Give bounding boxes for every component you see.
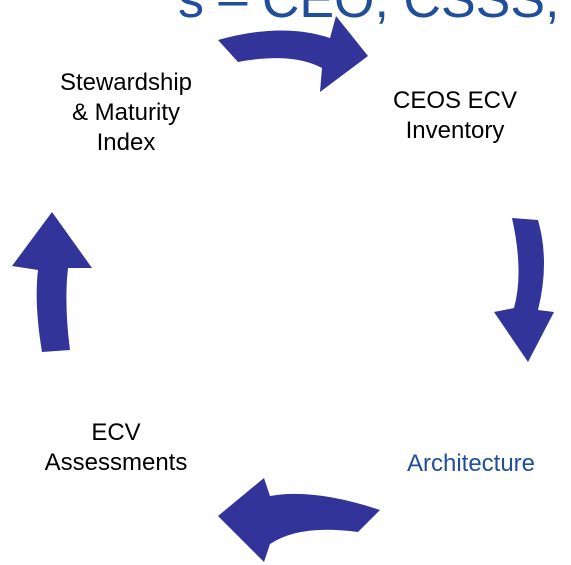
arrow-right-down [494, 218, 554, 362]
slide-title-fragment: s – CEO, CSSS, UNFC [178, 0, 571, 29]
arrow-bottom-left [218, 478, 380, 562]
arrow-top-right [218, 16, 368, 92]
node-stewardship-line-3: Index [96, 129, 156, 156]
node-inventory-label: CEOS ECV Inventory [355, 86, 555, 146]
node-inventory-line-1: CEOS ECV [392, 87, 518, 114]
node-stewardship-label: Stewardship & Maturity Index [26, 68, 226, 158]
node-stewardship-line-2: & Maturity [71, 99, 181, 126]
arrow-left-up [12, 212, 92, 352]
node-inventory-line-2: Inventory [405, 117, 505, 144]
node-architecture-label: Architecture [371, 449, 571, 479]
node-assessments-line-2: Assessments [44, 449, 188, 476]
node-stewardship-line-1: Stewardship [59, 69, 193, 96]
node-assessments-label: ECV Assessments [16, 418, 216, 478]
node-assessments-line-1: ECV [91, 419, 141, 446]
node-architecture-line-1: Architecture [406, 450, 536, 477]
